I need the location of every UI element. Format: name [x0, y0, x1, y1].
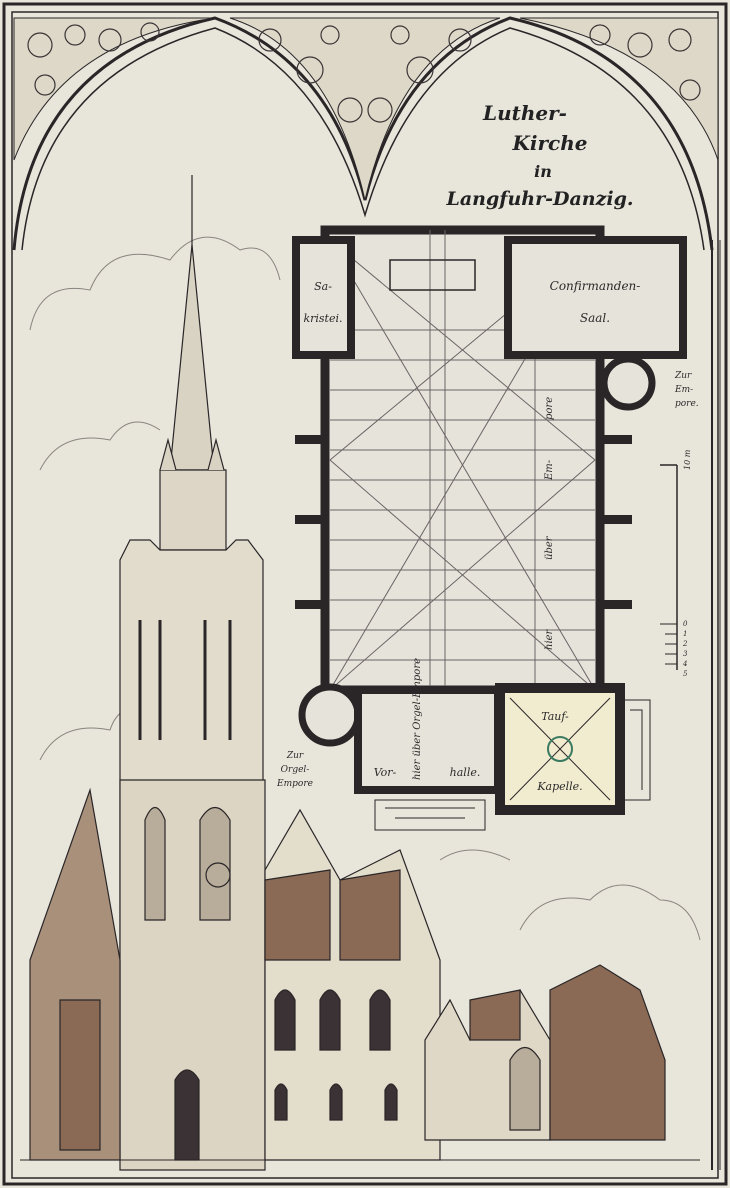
label-vorhalle-2: halle. — [450, 766, 481, 779]
title-line-4: Langfuhr-Danzig. — [446, 188, 634, 210]
title-line-3: in — [534, 162, 552, 181]
label-empore-note-2: über — [544, 535, 555, 560]
title-line-1: Luther- — [482, 101, 567, 125]
title-line-2: Kirche — [512, 131, 588, 155]
west-chapel — [29, 787, 121, 1161]
label-empore-note-3: Em- — [544, 459, 555, 481]
spiral-stair-east — [600, 355, 656, 411]
church-elevation — [20, 175, 700, 1171]
label-empore-note-4: pore — [544, 397, 555, 420]
label-zur-empore-1: Zur — [674, 371, 692, 381]
altar — [389, 259, 476, 291]
label-zur-orgel-1: Zur — [286, 751, 304, 761]
title-block: Luther- Kirche in Langfuhr-Danzig. — [446, 101, 634, 210]
scale-tick-3: 3 — [683, 650, 688, 658]
scale-tick-4: 4 — [682, 660, 687, 668]
label-zur-empore-2: Em- — [674, 385, 693, 395]
tower — [119, 539, 266, 1171]
east-wing — [424, 964, 666, 1141]
scale-unit-label: 10 m — [683, 449, 692, 470]
scale-tick-2: 2 — [682, 640, 688, 648]
label-sakristei-1: Sa- — [314, 280, 332, 293]
label-zur-empore-3: pore. — [675, 399, 699, 409]
room-sakristei — [292, 236, 355, 359]
plan-labels: Sa- kristei. Confirmanden- Saal. Zur Em-… — [276, 279, 699, 793]
font-icon — [547, 736, 573, 762]
label-zur-orgel-3: Empore — [276, 779, 313, 789]
scale-tick-5: 5 — [683, 670, 688, 678]
foliage-ornament — [27, 22, 701, 123]
label-sakristei-2: kristei. — [303, 312, 342, 325]
scale-tick-1: 1 — [683, 630, 687, 638]
label-confirmanden-2: Saal. — [580, 311, 610, 325]
spiral-stair-west — [298, 683, 362, 747]
floor-plan: Sa- kristei. Confirmanden- Saal. Zur Em-… — [276, 225, 699, 831]
buttresses — [295, 435, 632, 609]
nave-bench-rows — [329, 230, 596, 691]
nave-facade — [264, 808, 441, 1161]
label-zur-orgel-2: Orgel- — [281, 765, 310, 775]
gothic-arches — [12, 16, 719, 251]
spire — [159, 175, 227, 551]
label-empore-note-1: hier — [544, 628, 555, 650]
label-tauf-1: Tauf- — [541, 710, 569, 723]
room-vorhalle — [354, 686, 502, 794]
room-confirmanden-saal — [504, 236, 687, 359]
label-orgel-empore-note: hier über Orgel-Empore — [412, 658, 423, 780]
label-vorhalle-1: Vor- — [374, 766, 397, 779]
label-confirmanden-1: Confirmanden- — [550, 279, 641, 293]
label-tauf-2: Kapelle. — [536, 780, 582, 793]
scale-tick-0: 0 — [683, 620, 688, 628]
scale-bar: 10 m 0 1 2 3 4 5 — [660, 449, 692, 678]
